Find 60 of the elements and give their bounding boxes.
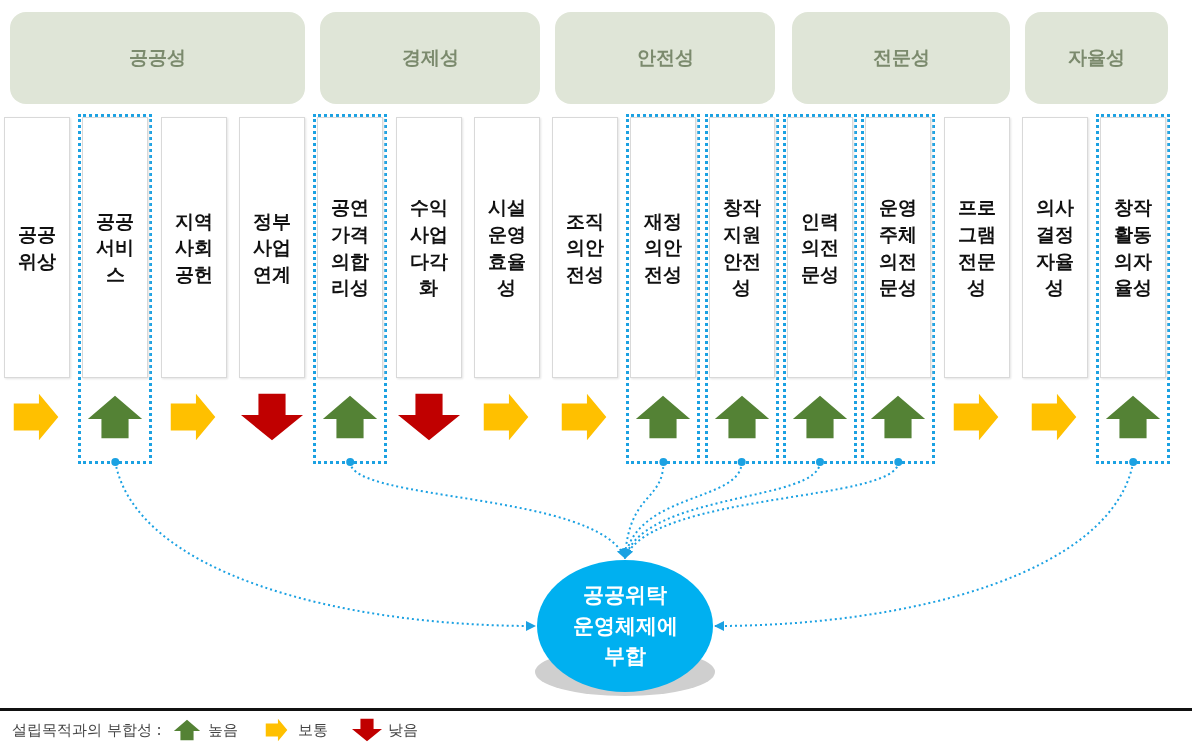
highlight-frame	[704, 114, 779, 464]
item-box	[4, 117, 70, 378]
item-box	[708, 117, 775, 378]
highlight-frame	[78, 114, 153, 464]
header-label: 안전성	[636, 45, 694, 70]
item-label: 공공서비스	[96, 208, 135, 287]
down-arrow-icon	[397, 392, 460, 442]
item-box	[473, 117, 540, 378]
item-label: 공연가격의합리성	[331, 195, 370, 301]
item-label: 지역사회공헌	[174, 208, 213, 287]
item-label: 창작지원안전성	[722, 195, 761, 301]
header-label: 경제성	[401, 45, 459, 70]
ellipse-label: 공공위탁 운영체제에 부합	[571, 582, 679, 671]
item-label: 재정의안전성	[644, 208, 683, 287]
item-label: 시설운영효율성	[487, 195, 526, 301]
item-box	[317, 117, 384, 378]
legend-label: 보통	[297, 720, 328, 740]
dotted-arrow	[624, 458, 903, 559]
legend-label: 낮음	[387, 720, 418, 740]
item-box	[943, 117, 1010, 378]
category-header	[320, 12, 540, 104]
header-label: 자율성	[1068, 45, 1125, 70]
item-box	[160, 117, 227, 378]
item-box	[552, 117, 619, 378]
item-label: 인력의전문성	[801, 208, 839, 287]
category-header	[1025, 12, 1168, 104]
item-label: 의사결정자율성	[1035, 195, 1074, 301]
item-box	[238, 117, 305, 378]
dotted-arrow	[346, 458, 626, 559]
highlight-frame	[783, 114, 857, 464]
header-label: 전문성	[872, 45, 930, 70]
highlight-frame	[861, 114, 936, 464]
dotted-arrow	[620, 458, 668, 559]
item-box	[82, 117, 149, 378]
category-header	[10, 12, 305, 104]
category-header	[555, 12, 775, 104]
down-arrow-icon	[240, 392, 303, 442]
highlight-frame	[1096, 114, 1171, 464]
item-label: 창작활동의자율성	[1114, 195, 1153, 301]
category-header	[792, 12, 1010, 104]
dotted-arrow	[624, 458, 824, 559]
item-box	[787, 117, 853, 378]
item-label: 프로그램전문성	[957, 195, 996, 301]
item-label: 운영주체의전문성	[879, 195, 918, 301]
highlight-frame	[626, 114, 701, 464]
item-box	[1021, 117, 1088, 378]
item-box	[1100, 117, 1167, 378]
item-label: 조직의안전성	[566, 208, 605, 287]
item-label: 수익사업다각화	[409, 195, 448, 301]
highlight-frame	[313, 114, 388, 464]
item-label: 공공위상	[18, 221, 56, 274]
dotted-arrow	[111, 458, 536, 631]
item-box	[395, 117, 462, 378]
item-box	[630, 117, 697, 378]
dotted-arrow	[714, 458, 1138, 631]
header-label: 공공성	[129, 45, 186, 70]
item-label: 정부사업연계	[252, 208, 291, 287]
legend-title: 설립목적과의 부합성 :	[12, 720, 162, 740]
item-box	[865, 117, 932, 378]
legend-label: 높음	[207, 720, 238, 740]
